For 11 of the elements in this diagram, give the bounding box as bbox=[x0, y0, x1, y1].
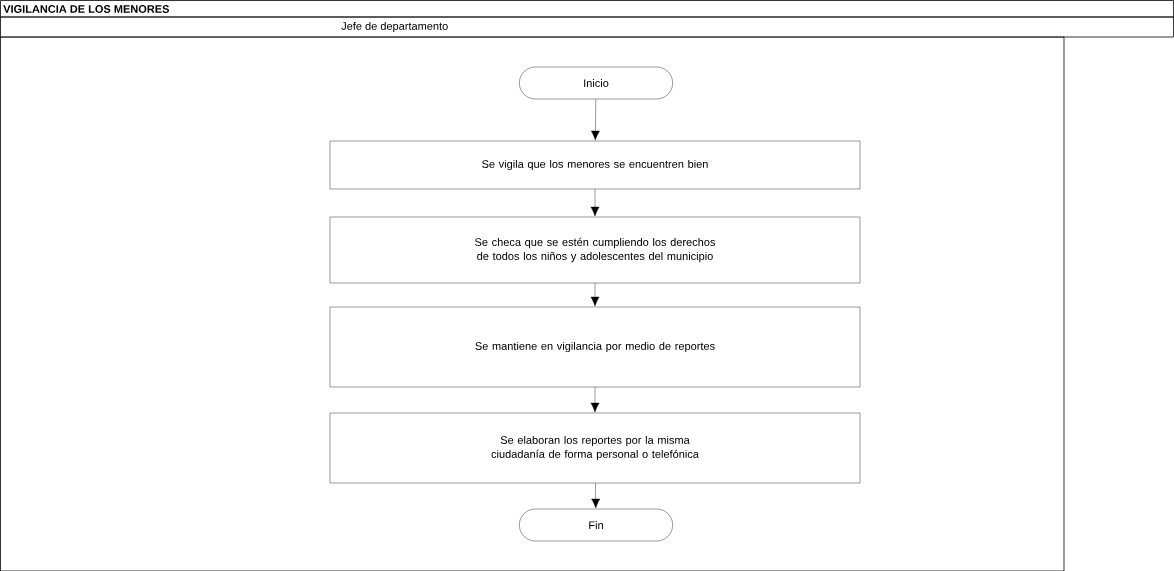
diagram-title: VIGILANCIA DE LOS MENORES bbox=[3, 5, 169, 13]
arrow bbox=[591, 99, 600, 141]
arrow bbox=[590, 387, 600, 413]
arrow bbox=[590, 283, 600, 307]
process-box: Se vigila que los menores se encuentren bien bbox=[329, 140, 861, 190]
process-box: Se mantiene en vigilancia por medio de reportes bbox=[329, 306, 861, 388]
lane-title: Jefe de departamento bbox=[341, 21, 448, 33]
arrow bbox=[591, 483, 600, 509]
arrow bbox=[590, 189, 600, 217]
process-box: Se checa que se estén cumpliendo los derechos de todos los niños y adolescentes del municipio bbox=[329, 216, 861, 284]
process-box: Se elaboran los reportes por la misma ciudadanía de forma personal o telefónica bbox=[329, 412, 861, 484]
